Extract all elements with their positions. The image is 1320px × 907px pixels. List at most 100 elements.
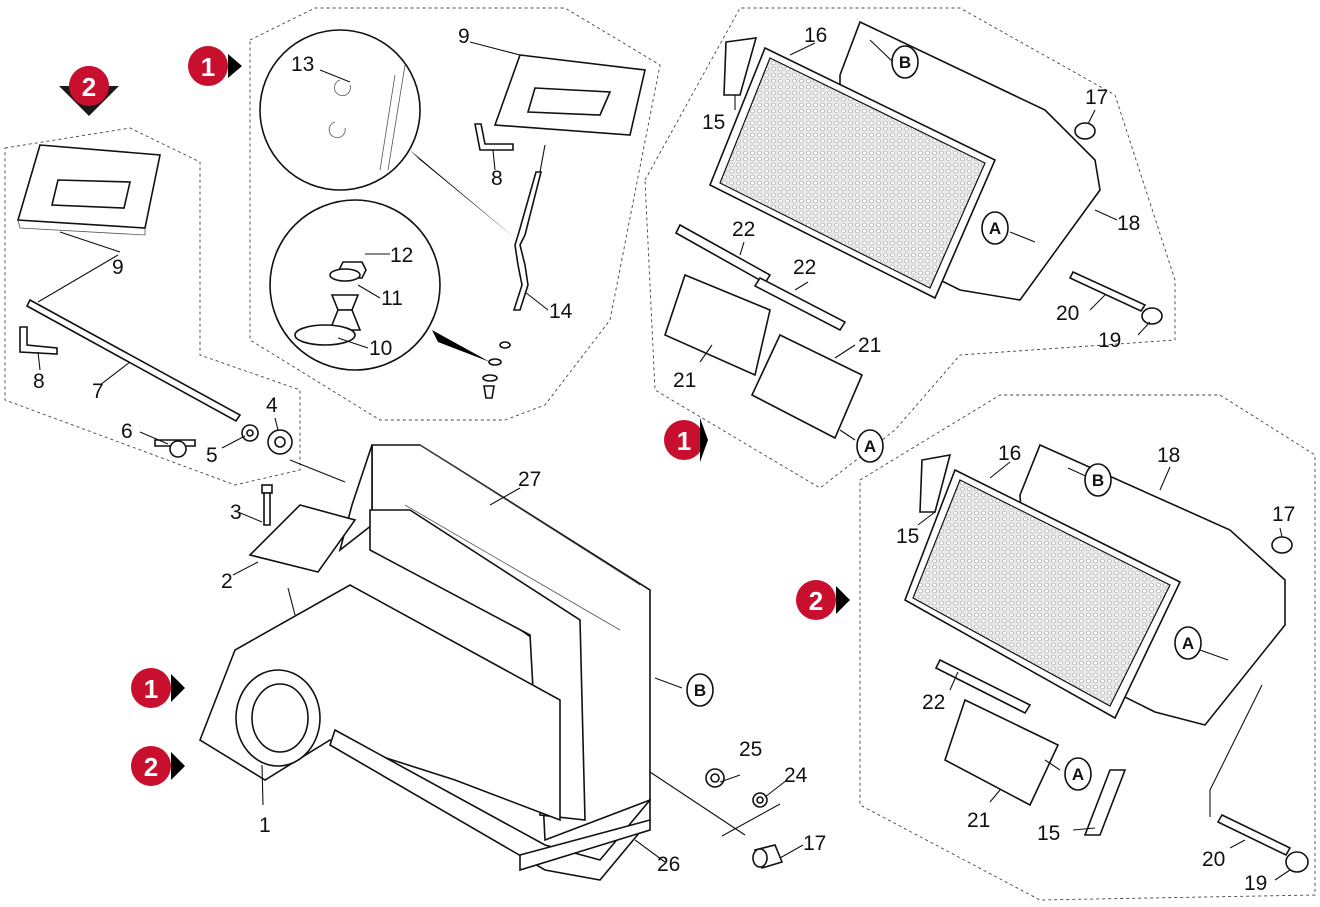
part-washer-5 <box>241 424 259 442</box>
detail-circle-valve <box>269 199 441 371</box>
part-rod-7 <box>25 298 242 423</box>
group-outline-lever-left <box>4 127 301 486</box>
part-strip-22-top-a <box>674 223 772 285</box>
part-label: 20 <box>1056 302 1079 325</box>
group-outline-filter-top <box>644 7 1176 489</box>
part-plate-21-bottom <box>944 698 1060 807</box>
variant-badge-2: 2 <box>796 580 850 620</box>
part-washer-19-bottom <box>1285 851 1309 873</box>
part-label: 4 <box>266 394 278 417</box>
part-label: 3 <box>230 501 242 524</box>
part-label: 21 <box>858 334 881 357</box>
part-label: 14 <box>549 300 573 323</box>
part-label: 22 <box>922 691 945 714</box>
part-rod-20-bottom <box>1216 813 1292 857</box>
part-label: 17 <box>803 832 826 855</box>
variant-badge-2: 2 <box>59 66 119 116</box>
part-label: 6 <box>121 420 133 443</box>
part-plate-21-top-a <box>664 273 771 377</box>
part-label: 22 <box>732 218 755 241</box>
variant-badge-label: 1 <box>201 52 215 82</box>
group-outline-lever-center <box>249 7 661 421</box>
part-screw-3 <box>261 484 273 526</box>
variant-badge-2: 2 <box>131 746 185 786</box>
part-washer-19-top <box>1141 307 1163 325</box>
part-plate-21-top-b <box>750 333 864 440</box>
part-label: 12 <box>390 244 413 267</box>
part-label: 1 <box>259 814 271 837</box>
part-label: 13 <box>291 53 314 76</box>
part-label: 15 <box>896 525 919 548</box>
part-screw-6 <box>154 439 196 458</box>
part-number-labels: 1 2 3 4 5 6 7 8 8 9 9 10 11 12 13 14 15 … <box>33 24 1295 895</box>
reference-mark-b: B <box>1084 463 1112 497</box>
part-rod-20-top <box>1068 270 1147 313</box>
part-housing-1 <box>199 584 651 881</box>
part-bracket-15-top <box>723 37 758 96</box>
part-bolt-17-top <box>1074 122 1096 140</box>
part-label: 17 <box>1272 503 1295 526</box>
variant-badge-label: 2 <box>82 72 96 102</box>
part-handle-9-center <box>493 54 646 136</box>
part-handle-9-left <box>16 144 161 236</box>
part-label: 16 <box>998 442 1021 465</box>
part-washer-24 <box>752 792 768 808</box>
group-outline-filter-bottom <box>859 394 1316 901</box>
part-label: 16 <box>804 24 827 47</box>
part-knob-4 <box>267 429 293 455</box>
variant-badge-label: 2 <box>809 586 823 616</box>
part-label: 19 <box>1244 872 1267 895</box>
part-rod-14 <box>512 171 543 311</box>
part-pin-8-center <box>474 123 514 151</box>
svg-text:B: B <box>1092 471 1104 490</box>
part-label: 9 <box>112 256 124 279</box>
part-bolt-17-bottom-right <box>1271 536 1293 554</box>
part-label: 24 <box>784 764 808 787</box>
variant-badge-label: 1 <box>677 426 691 456</box>
part-label: 11 <box>381 287 403 310</box>
variant-badge-1: 1 <box>664 418 708 462</box>
detail-pointer-clips <box>410 150 515 238</box>
part-filter-16-top <box>708 46 997 300</box>
reference-mark-b: B <box>686 673 714 707</box>
part-strip-22-bottom <box>934 658 1032 715</box>
part-label: 18 <box>1117 212 1140 235</box>
part-label: 26 <box>657 853 680 876</box>
part-filter-16-bottom <box>904 468 1182 720</box>
svg-text:A: A <box>989 219 1001 238</box>
part-seal-stack <box>482 341 511 399</box>
variant-badge-1: 1 <box>131 668 185 708</box>
reference-mark-a: A <box>1174 626 1202 660</box>
variant-badge-1: 1 <box>188 46 242 86</box>
detail-pointer-valve <box>432 330 490 362</box>
reference-mark-a: A <box>856 429 884 463</box>
variant-badge-label: 1 <box>144 674 158 704</box>
part-label: 5 <box>206 444 218 467</box>
part-bracket-15-bottom-b <box>1083 769 1127 836</box>
part-label: 10 <box>369 337 392 360</box>
part-bolt-17-bottom <box>752 844 784 869</box>
part-nut-25 <box>705 768 725 788</box>
reference-mark-b: B <box>891 45 919 79</box>
leader-lines <box>37 39 1291 881</box>
part-label: 22 <box>793 256 816 279</box>
svg-text:A: A <box>1182 634 1194 653</box>
part-label: 21 <box>967 809 990 832</box>
part-label: 19 <box>1098 329 1121 352</box>
part-label: 15 <box>702 111 725 134</box>
part-label: 17 <box>1085 86 1108 109</box>
svg-text:B: B <box>694 681 706 700</box>
svg-text:A: A <box>1072 765 1084 784</box>
part-label: 8 <box>33 370 45 393</box>
reference-mark-a: A <box>981 211 1009 245</box>
part-label: 21 <box>673 369 696 392</box>
part-label: 9 <box>458 25 470 48</box>
part-label: 7 <box>92 380 104 403</box>
part-plate-2 <box>248 504 357 573</box>
reference-mark-a: A <box>1064 757 1092 791</box>
part-label: 15 <box>1037 822 1060 845</box>
svg-text:A: A <box>864 437 876 456</box>
part-label: 8 <box>491 167 503 190</box>
svg-text:B: B <box>899 53 911 72</box>
